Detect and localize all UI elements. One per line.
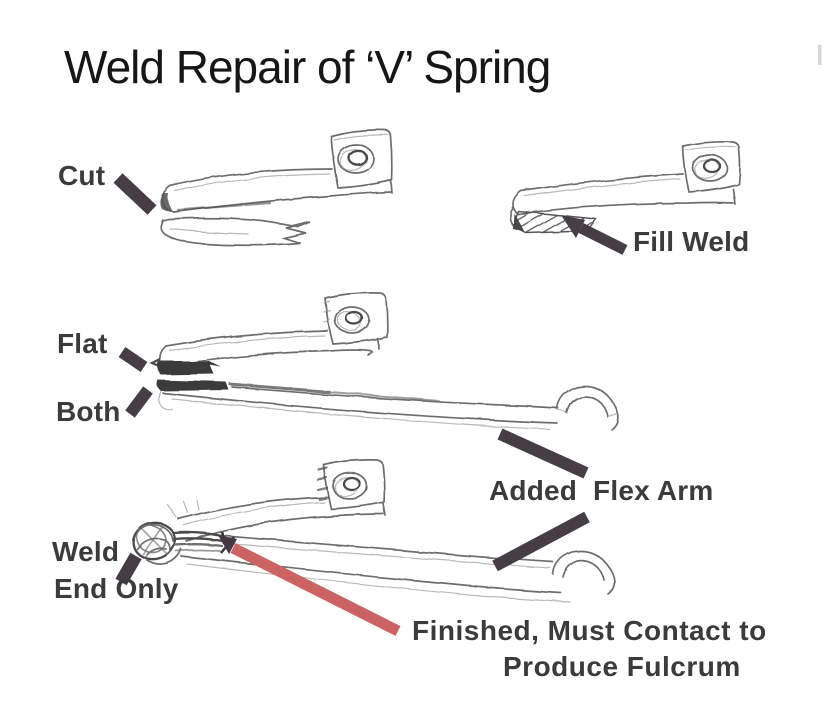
flex-arm-lower-pointer-bar xyxy=(492,511,590,572)
flat-weld-area xyxy=(157,361,221,375)
flex-arm-hook xyxy=(556,385,620,431)
label-added-flex-arm: Added Flex Arm xyxy=(489,475,714,506)
weld-blob xyxy=(131,521,182,565)
label-weld: Weld xyxy=(52,536,120,567)
label-fill-weld: Fill Weld xyxy=(633,226,750,257)
label-end-only: End Only xyxy=(54,573,179,604)
sketch-cut-spring xyxy=(159,129,394,247)
fill-weld-pointer-arrow xyxy=(561,215,628,255)
scan-edge-artifact xyxy=(818,45,822,65)
finished-pointer-line-red xyxy=(218,535,401,636)
label-flat: Flat xyxy=(57,328,108,359)
flex-arm-hook xyxy=(552,550,616,595)
sketch-fill-weld-spring xyxy=(509,140,741,234)
both-pointer-bar xyxy=(125,386,153,418)
cut-pointer-bar xyxy=(113,173,157,215)
flex-arm-upper-pointer-bar xyxy=(497,428,589,479)
weld-end-pointer-bar xyxy=(115,552,142,586)
sketch-flat-both-spring xyxy=(149,292,620,431)
mount-hole xyxy=(337,144,375,174)
both-weld-area xyxy=(157,380,229,391)
page-title: Weld Repair of ‘V’ Spring xyxy=(64,41,551,93)
mount-hole xyxy=(332,472,368,500)
label-finished-line2: Produce Fulcrum xyxy=(503,651,741,682)
mount-hole xyxy=(692,154,728,182)
label-both: Both xyxy=(56,396,121,427)
sketch-finished-spring xyxy=(131,459,616,603)
label-finished-line1: Finished, Must Contact to xyxy=(412,615,767,646)
flat-pointer-bar xyxy=(118,347,148,372)
label-cut: Cut xyxy=(58,160,106,191)
mount-hole xyxy=(334,306,370,334)
